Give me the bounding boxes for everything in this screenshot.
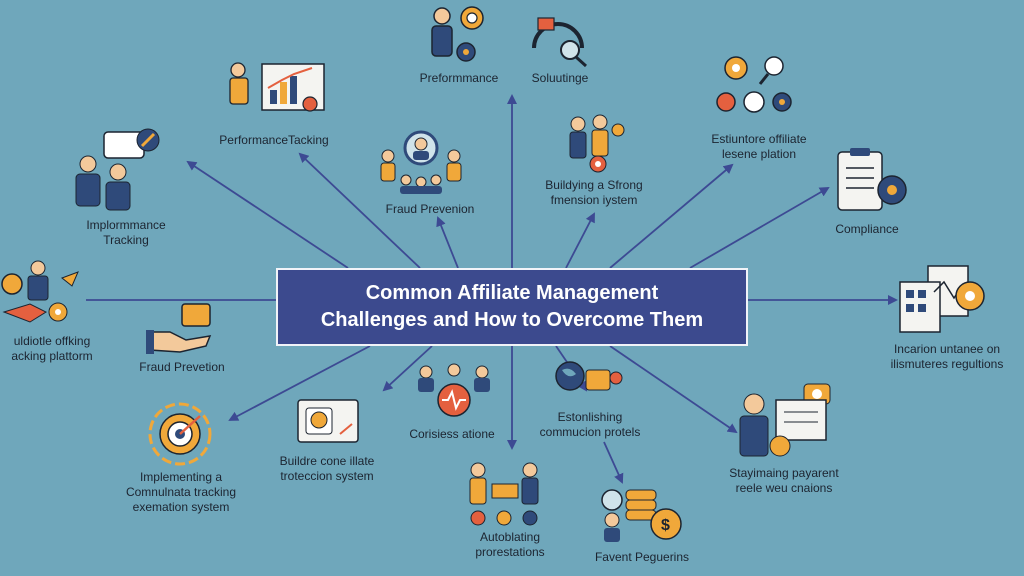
target-icon <box>148 402 212 466</box>
label-impl-tracking: Implormmance Tracking <box>86 218 166 247</box>
label-left-platform: uldiotle offking acking plattorm <box>11 334 93 363</box>
label-fraud-prevention-left: Fraud Prevetion <box>139 360 225 374</box>
label-solutions: Soluutinge <box>531 71 589 85</box>
target-person-icon <box>380 130 462 194</box>
gears-lightbulb-icon <box>716 56 792 113</box>
label-performance: Preformmance <box>419 71 499 85</box>
arrow-corisiess <box>382 345 433 392</box>
id-card-icon <box>297 399 359 443</box>
arrow-building <box>565 212 595 269</box>
arrow-protection <box>228 345 371 421</box>
team-gear-icon <box>569 114 625 173</box>
arrow-estiuntore <box>609 163 734 269</box>
handshake-icon <box>1 260 79 323</box>
arrow-performance-tracking <box>298 152 421 269</box>
svg-text:$: $ <box>661 517 670 534</box>
label-regulations: Incarion untanee on ilismuteres regultio… <box>890 342 1004 371</box>
label-establish-platform: Estiuntore offiliate lesene plation <box>711 132 807 161</box>
chart-board-icon <box>229 62 325 112</box>
label-compliance: Compliance <box>835 222 899 236</box>
label-protection-system: Buildre cone illate troteccion system <box>279 454 375 483</box>
arrow-implormmance <box>186 160 349 269</box>
center-title-line2: Challenges and How to Overcome Them <box>320 309 704 331</box>
arrow-payment <box>609 345 738 434</box>
label-fraud-prevention-top: Fraud Prevenion <box>385 202 475 216</box>
label-performance-tracking: PerformanceTacking <box>219 133 329 147</box>
clipboard-icon <box>837 148 907 211</box>
documents-icon <box>899 265 985 333</box>
center-title-box: Common Affiliate Management Challenges a… <box>276 268 748 346</box>
invoice-person-icon <box>739 383 831 457</box>
globe-icon <box>555 361 623 391</box>
label-building-system: Buildying a Sfrong fmension iystem <box>545 178 643 207</box>
label-favent: Favent Peguerins <box>594 550 690 564</box>
label-payment: Stayimaing payarent reele weu cnaions <box>729 466 839 495</box>
arrow-compliance <box>689 186 830 269</box>
label-crisis: Corisiess atione <box>409 427 495 441</box>
center-title-line1: Common Affiliate Management <box>365 282 659 304</box>
chat-pen-icon <box>75 128 160 211</box>
magnifier-coin-icon: $ <box>601 489 682 542</box>
label-establishing-comm: Estonlishing commucion protels <box>539 410 641 439</box>
label-automating: Autoblating prorestations <box>475 530 545 559</box>
arrow-fraud-top <box>436 216 459 269</box>
people-exchange-icon <box>469 462 539 526</box>
arrow-favent <box>603 441 624 484</box>
magnifier-icon <box>532 17 588 68</box>
network-heartbeat-icon <box>418 363 490 417</box>
label-impl-comm: Implementing a Comnulnata tracking exema… <box>125 470 237 514</box>
hand-card-icon <box>146 303 212 354</box>
presenter-icon <box>431 6 484 62</box>
